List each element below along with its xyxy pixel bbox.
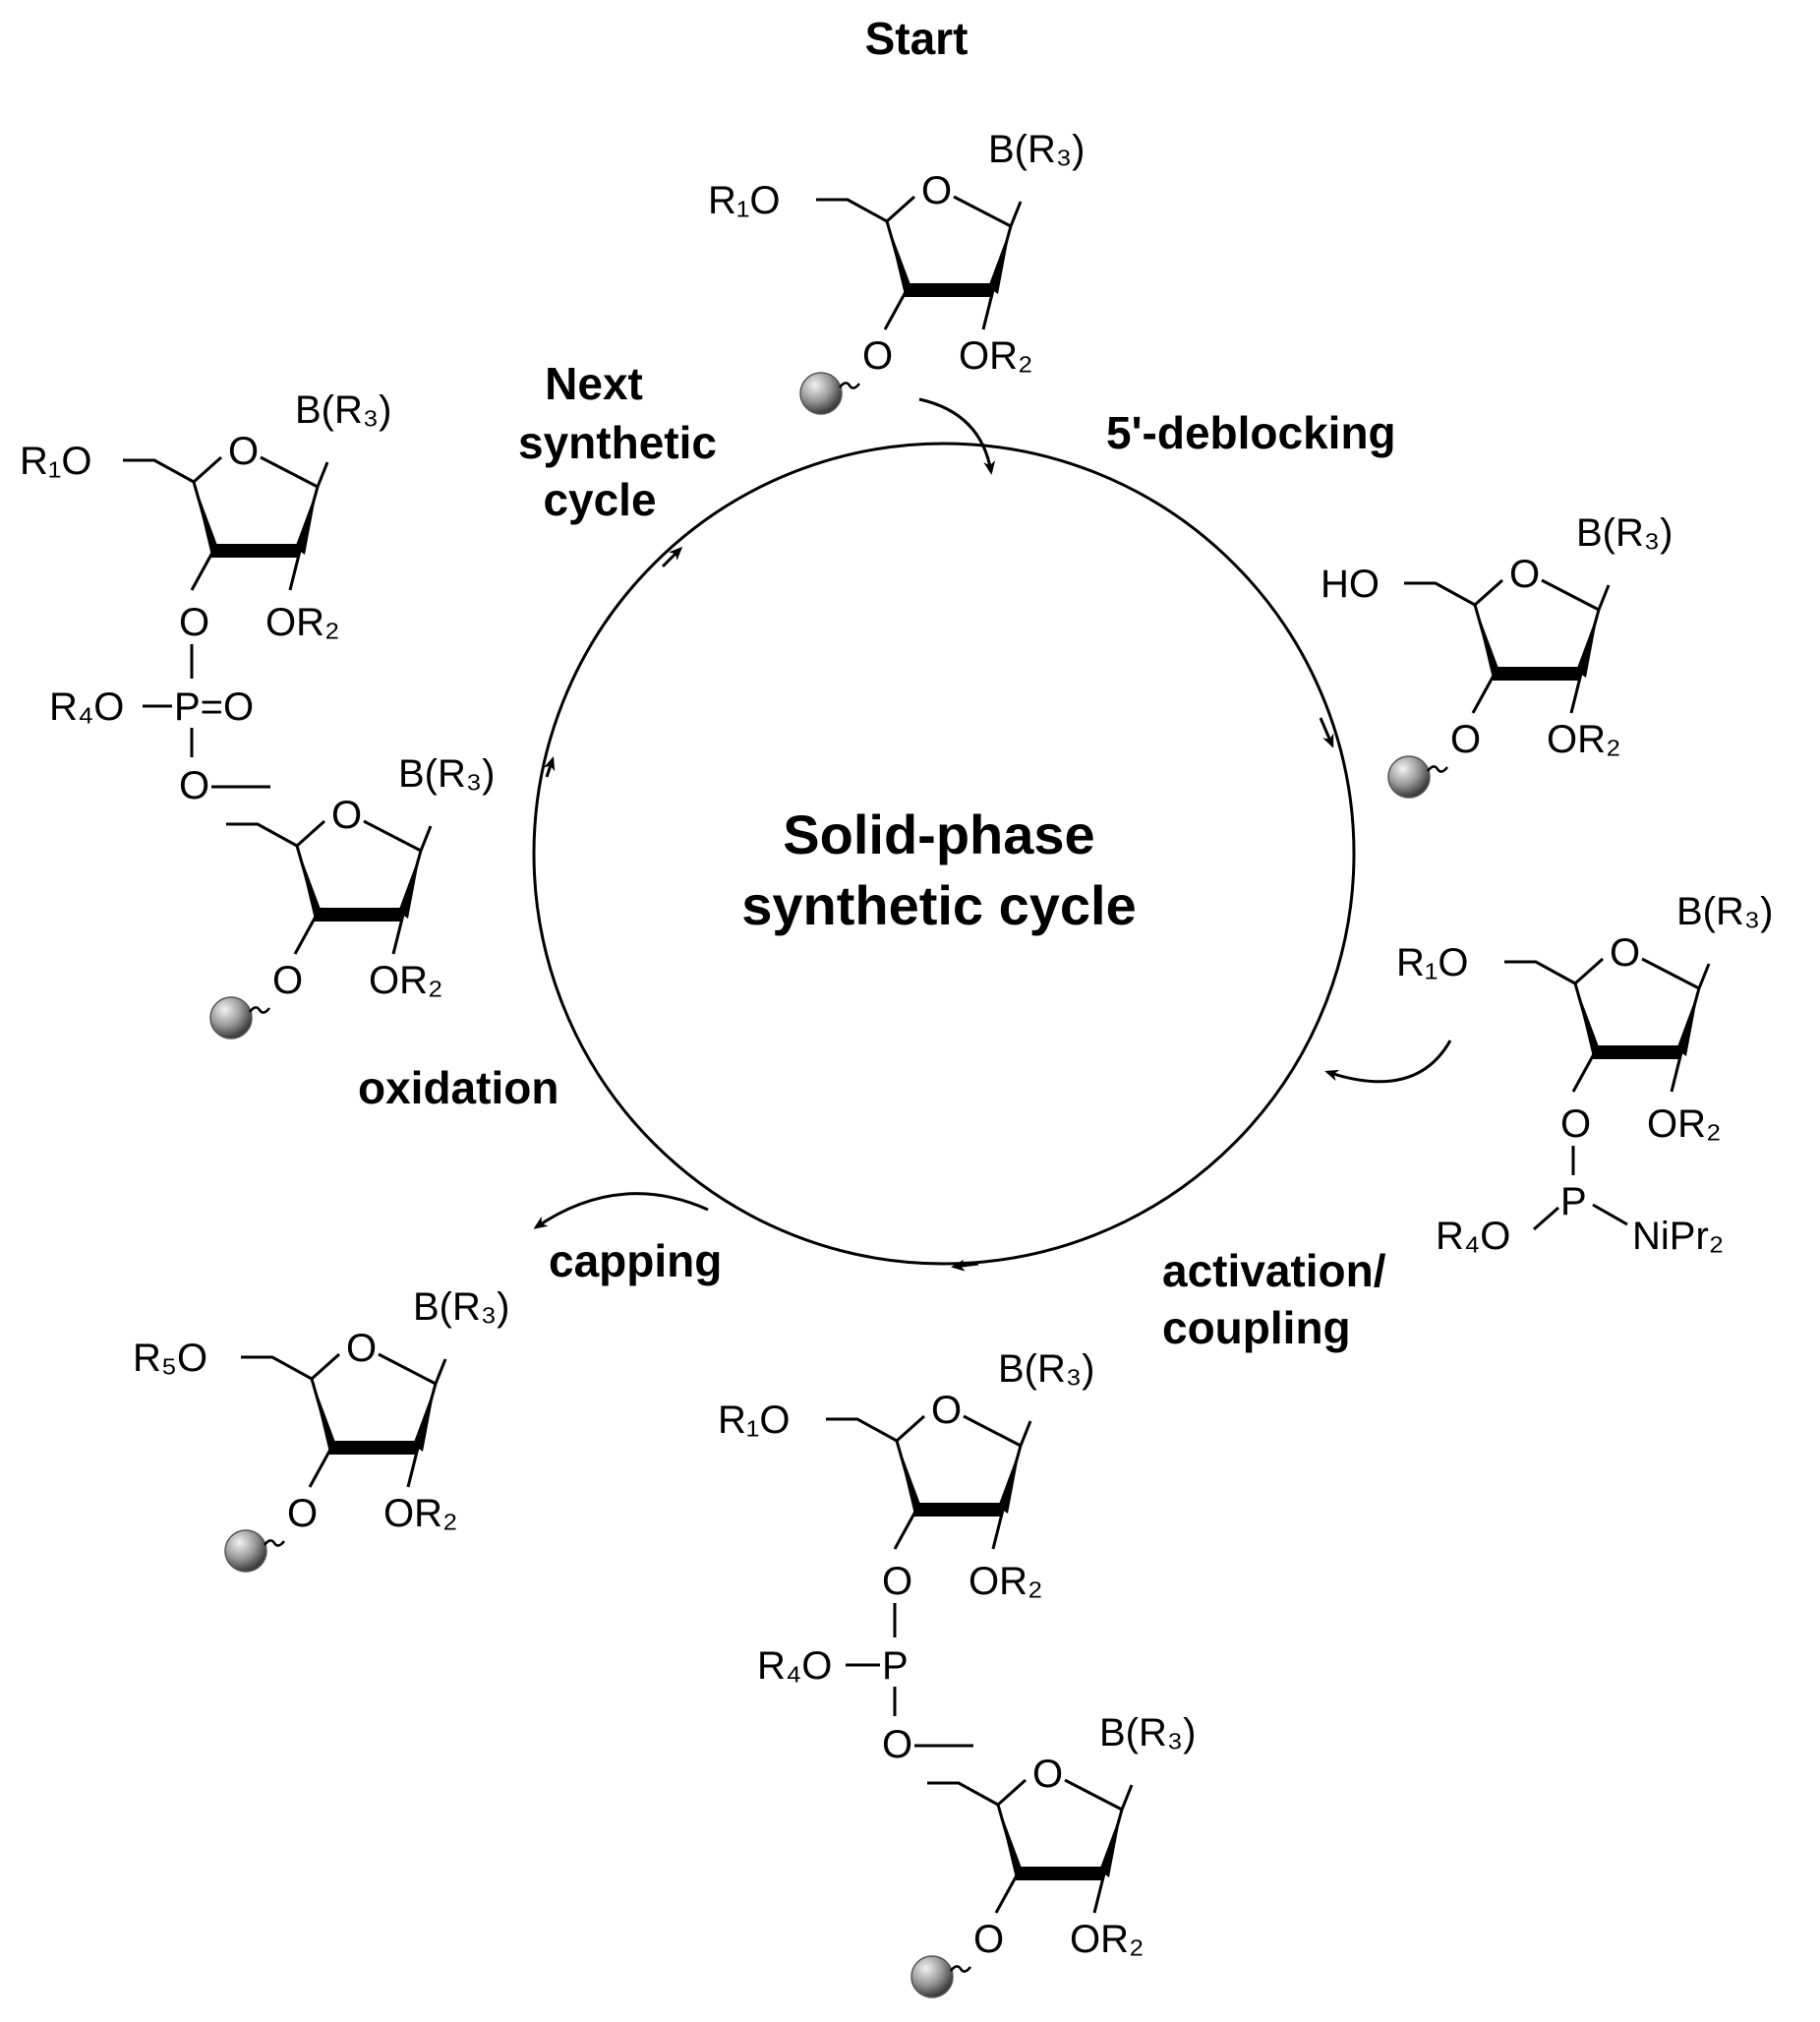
svg-text:B(R₃): B(R₃) [1676, 890, 1774, 933]
svg-text:B(R₃): B(R₃) [998, 1347, 1095, 1391]
svg-text:O: O [1450, 718, 1481, 761]
svg-text:P: P [882, 1644, 909, 1688]
center-title-line2: synthetic cycle [741, 874, 1137, 936]
svg-text:O: O [921, 169, 952, 212]
step-start-label: Start [865, 13, 969, 64]
svg-text:O: O [931, 1389, 962, 1432]
svg-text:O: O [862, 334, 893, 378]
svg-text:OR₂: OR₂ [969, 1560, 1043, 1603]
svg-text:OR₂: OR₂ [959, 334, 1033, 378]
svg-text:R₄O: R₄O [757, 1644, 832, 1688]
svg-text:R₄O: R₄O [1436, 1215, 1510, 1258]
svg-text:OR₂: OR₂ [265, 601, 340, 644]
svg-text:O: O [973, 1918, 1004, 1961]
start-to-cycle-arrow [918, 397, 996, 475]
structure-start-nucleoside: R₁O O B(R₃) O OR₂ [708, 128, 1086, 416]
center-title-line1: Solid-phase [783, 803, 1094, 865]
step-next-label-1: Next [545, 358, 643, 409]
svg-text:O: O [882, 1560, 912, 1603]
svg-text:OR₂: OR₂ [383, 1492, 458, 1535]
step-next-label-2: synthetic [518, 417, 717, 468]
svg-text:R₁O: R₁O [718, 1398, 791, 1442]
svg-text:R₁O: R₁O [20, 440, 92, 483]
step-coupling-label-1: activation/ [1162, 1245, 1386, 1296]
svg-text:OR₂: OR₂ [1647, 1102, 1722, 1146]
svg-text:P=O: P=O [174, 685, 254, 729]
svg-text:O: O [272, 959, 303, 1002]
svg-text:OR₂: OR₂ [1547, 718, 1621, 761]
svg-text:B(R₃): B(R₃) [398, 752, 496, 796]
structure-phosphate-dinucleotide-lower: O B(R₃) O OR₂ [208, 752, 496, 1041]
step-next-label-3: cycle [543, 474, 656, 525]
cycle-circle [532, 442, 1356, 1266]
step-coupling-label-2: coupling [1162, 1302, 1351, 1353]
svg-text:R₅O: R₅O [133, 1337, 207, 1380]
svg-text:O: O [331, 794, 362, 837]
coupling-reagent-arrow [1324, 1040, 1452, 1084]
svg-text:R₁O: R₁O [708, 179, 781, 222]
svg-text:OR₂: OR₂ [1070, 1918, 1145, 1961]
structure-phosphoramidite: R₁O O B(R₃) O OR₂ P R₄O NiPr₂ [1396, 890, 1774, 1258]
svg-text:R₁O: R₁O [1396, 941, 1469, 984]
step-capping-label: capping [549, 1235, 722, 1286]
svg-text:O: O [1560, 1102, 1591, 1146]
step-deblocking-label: 5'-deblocking [1106, 407, 1396, 458]
svg-text:O: O [228, 430, 259, 473]
cycle-direction-arrows [543, 546, 1334, 1272]
svg-text:O: O [346, 1327, 377, 1370]
structure-phosphate-dinucleotide: R₁O O B(R₃) O OR₂ R₄O P=O O [20, 388, 392, 807]
svg-text:OR₂: OR₂ [369, 959, 443, 1002]
svg-text:NiPr₂: NiPr₂ [1632, 1215, 1724, 1258]
svg-text:O: O [179, 601, 209, 644]
svg-text:B(R₃): B(R₃) [1576, 511, 1673, 555]
svg-text:B(R₃): B(R₃) [413, 1285, 510, 1329]
step-oxidation-label: oxidation [358, 1062, 558, 1113]
svg-text:B(R₃): B(R₃) [1099, 1711, 1197, 1754]
svg-text:O: O [1032, 1753, 1063, 1796]
svg-text:O: O [287, 1492, 318, 1535]
svg-text:B(R₃): B(R₃) [295, 388, 392, 432]
svg-text:O: O [882, 1723, 912, 1766]
structure-deblocked-nucleoside: HO O B(R₃) O OR₂ [1321, 511, 1673, 800]
svg-text:O: O [1610, 931, 1640, 975]
structure-capped-nucleoside: R₅O O B(R₃) O OR₂ [133, 1285, 510, 1574]
svg-text:HO: HO [1321, 563, 1380, 606]
svg-text:B(R₃): B(R₃) [988, 128, 1086, 171]
svg-text:O: O [179, 764, 209, 807]
svg-text:P: P [1560, 1180, 1587, 1223]
structure-phosphite-dinucleotide: R₁O O B(R₃) O OR₂ R₄O P O [718, 1347, 1095, 1766]
capping-arrow [533, 1192, 709, 1229]
svg-text:R₄O: R₄O [49, 685, 124, 729]
structure-phosphite-dinucleotide-lower: O B(R₃) O OR₂ [910, 1711, 1197, 1999]
svg-text:O: O [1509, 553, 1540, 596]
